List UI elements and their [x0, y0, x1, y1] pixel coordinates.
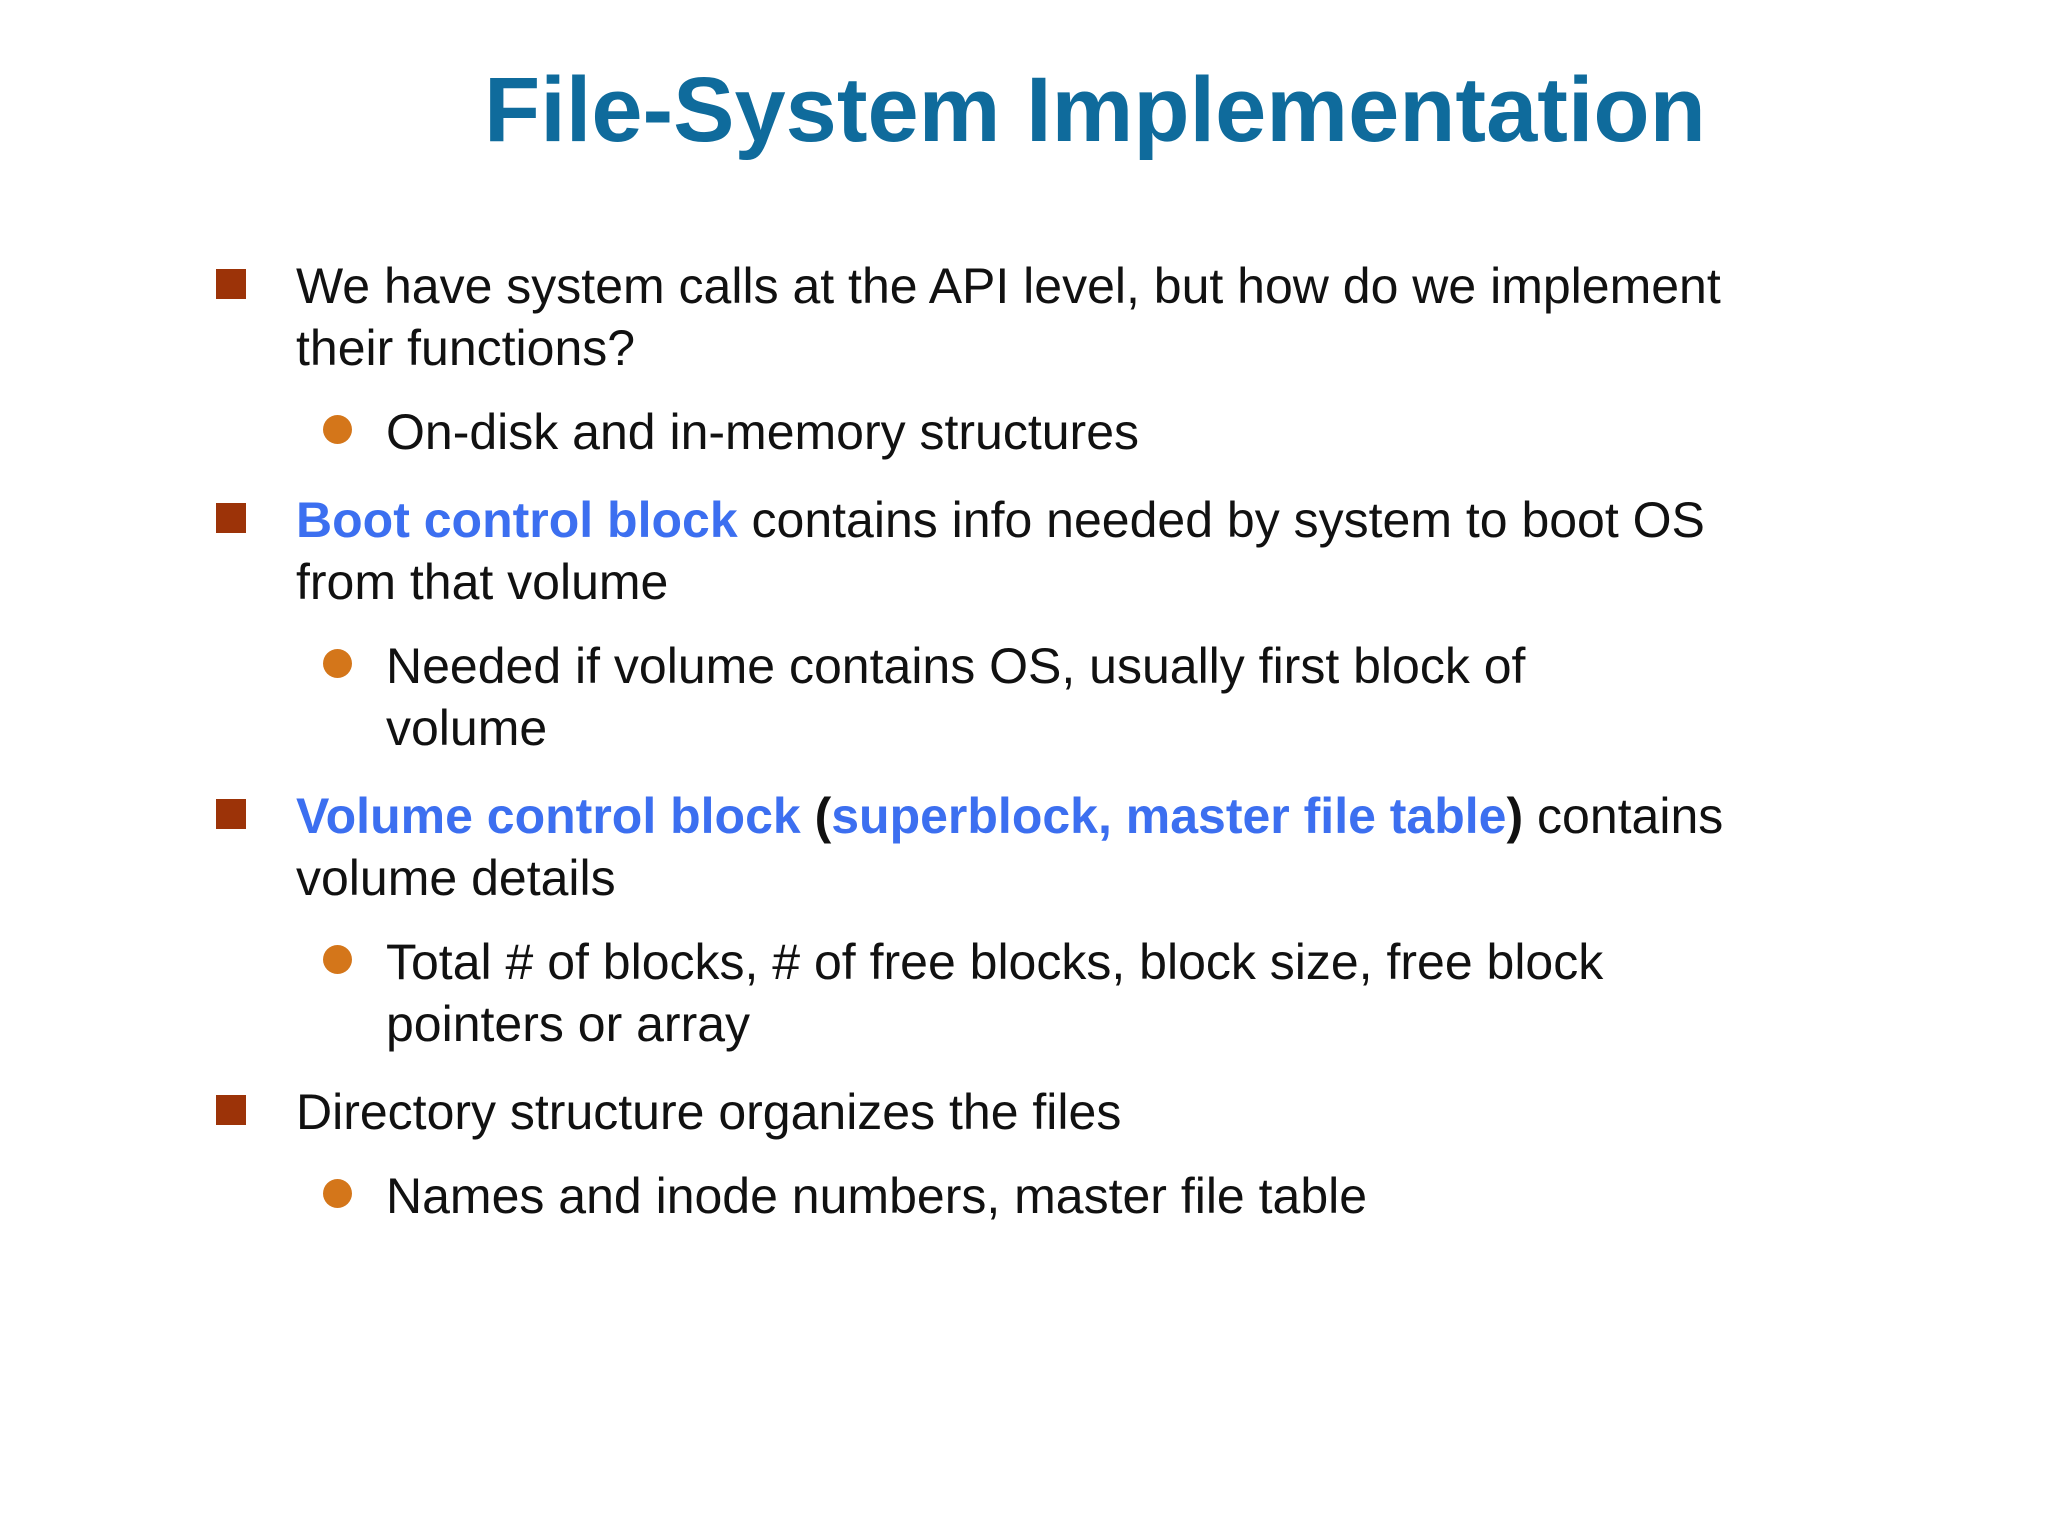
highlight-term: Boot control block: [296, 492, 738, 548]
sub-bullet-text: Names and inode numbers, master file tab…: [386, 1168, 1368, 1224]
bullet-text: Volume control block (superblock, master…: [296, 785, 1796, 909]
bullet-text-rest: contains info needed by system to boot O…: [296, 492, 1705, 610]
square-bullet-icon: [216, 269, 246, 299]
bullet-text: Directory structure organizes the files: [296, 1084, 1122, 1140]
sub-bullet-text: Total # of blocks, # of free blocks, blo…: [386, 934, 1604, 1052]
sub-bullet-item: Names and inode numbers, master file tab…: [0, 1165, 1686, 1227]
highlight-term-secondary: superblock, master file table: [831, 788, 1507, 844]
sub-bullet-item: On-disk and in-memory structures: [0, 401, 1686, 463]
slide-title: File-System Implementation: [484, 59, 1706, 161]
bullet-text-rest: contains volume details: [296, 788, 1724, 906]
paren-open: (: [800, 788, 832, 844]
paren-close: ): [1506, 788, 1524, 844]
round-bullet-icon: [323, 1179, 352, 1208]
sub-bullet-text: Needed if volume contains OS, usually fi…: [386, 638, 1526, 756]
bullet-text: We have system calls at the API level, b…: [296, 258, 1721, 376]
bullet-item: Volume control block (superblock, master…: [0, 785, 1796, 909]
round-bullet-icon: [323, 649, 352, 678]
bullet-list: We have system calls at the API level, b…: [0, 255, 2048, 1227]
sub-bullet-text: On-disk and in-memory structures: [386, 404, 1140, 460]
sub-bullet-item: Needed if volume contains OS, usually fi…: [0, 635, 1686, 759]
square-bullet-icon: [216, 1095, 246, 1125]
square-bullet-icon: [216, 799, 246, 829]
sub-bullet-item: Total # of blocks, # of free blocks, blo…: [0, 931, 1686, 1055]
square-bullet-icon: [216, 503, 246, 533]
round-bullet-icon: [323, 415, 352, 444]
bullet-text: Boot control block contains info needed …: [296, 489, 1796, 613]
bullet-item: Directory structure organizes the files: [0, 1081, 1796, 1143]
round-bullet-icon: [323, 945, 352, 974]
highlight-term: Volume control block: [296, 788, 801, 844]
bullet-item: We have system calls at the API level, b…: [0, 255, 1796, 379]
bullet-item: Boot control block contains info needed …: [0, 489, 1796, 613]
